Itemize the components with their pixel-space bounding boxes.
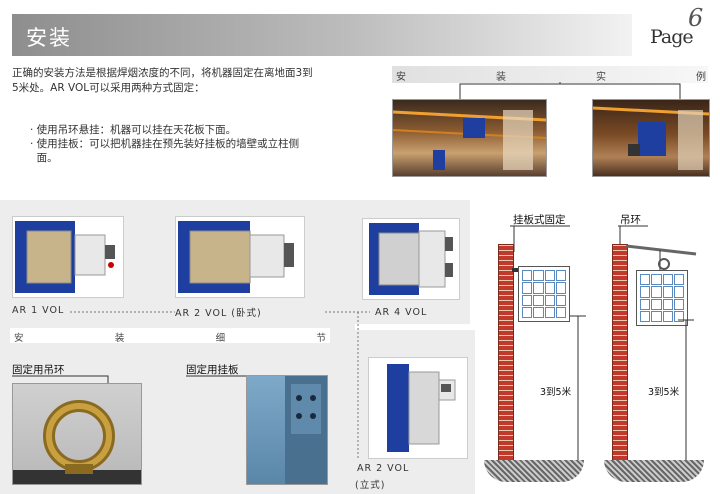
dimension-lines	[570, 315, 694, 462]
bullet-2: · 使用挂板：可以把机器挂在预先装好挂板的墙壁或立柱侧	[30, 138, 300, 150]
intro-line-2: 5米处。AR VOL可以采用两种方式固定：	[12, 82, 205, 94]
header-bar	[12, 14, 632, 56]
unit-image-ar1	[12, 216, 124, 298]
ground-right	[604, 460, 704, 482]
unit-label-ar2: AR 2 VOL (卧式)	[175, 308, 262, 319]
detail-char-2: 装	[114, 333, 125, 344]
unit-on-ring	[636, 270, 688, 326]
page-word: Page	[650, 26, 694, 48]
factory-photo-1	[392, 99, 547, 177]
example-heading: 安 装 实 例	[396, 68, 706, 83]
example-char-4: 例	[696, 72, 706, 83]
ring-callout: 固定用吊环	[12, 364, 65, 376]
intro-line-1: 正确的安装方法是根据焊烟浓度的不同，将机器固定在离地面3到	[12, 67, 313, 79]
unit-image-ar2	[175, 216, 305, 298]
detail-char-1: 安	[14, 333, 24, 344]
unit-on-plate	[518, 266, 570, 322]
wall-plate-photo	[246, 375, 328, 485]
detail-bar	[10, 328, 330, 343]
height-label-right: 3到5米	[648, 384, 680, 398]
vertical-unit-sublabel: (立式)	[355, 480, 386, 491]
plate-mount	[512, 268, 520, 272]
example-char-2: 装	[496, 72, 506, 83]
factory-photo-2	[592, 99, 710, 177]
unit-label-ar4: AR 4 VOL	[375, 307, 428, 318]
bullet-1: · 使用吊环悬挂：机器可以挂在天花板下面。	[30, 124, 237, 136]
vertical-unit-label: AR 2 VOL	[357, 463, 410, 474]
dotted-connectors	[70, 311, 370, 460]
detail-heading: 安 装 细 节	[14, 330, 326, 344]
example-char-3: 实	[596, 72, 606, 83]
unit-label-ar1: AR 1 VOL	[12, 305, 65, 316]
page-title: 安装	[26, 26, 72, 50]
ground-left	[484, 460, 584, 482]
example-connectors	[459, 82, 681, 100]
unit-image-ar2-vertical	[368, 357, 468, 459]
plate-callout: 固定用挂板	[186, 364, 239, 376]
example-char-1: 安	[396, 72, 406, 83]
detail-char-4: 节	[316, 333, 326, 344]
installation-diagram	[478, 200, 720, 494]
unit-image-ar4	[362, 218, 460, 300]
diagram-title-ring: 吊环	[620, 214, 641, 226]
example-bar	[392, 66, 708, 83]
detail-char-3: 细	[215, 333, 226, 344]
diagram-title-plate: 挂板式固定	[513, 214, 566, 226]
ring-icon	[658, 258, 670, 270]
height-label-left: 3到5米	[540, 384, 572, 398]
bullet-3: 面。	[30, 152, 58, 164]
eye-bolt-photo	[12, 383, 142, 485]
page-number: 6	[688, 4, 704, 32]
brick-wall-left	[498, 244, 514, 466]
